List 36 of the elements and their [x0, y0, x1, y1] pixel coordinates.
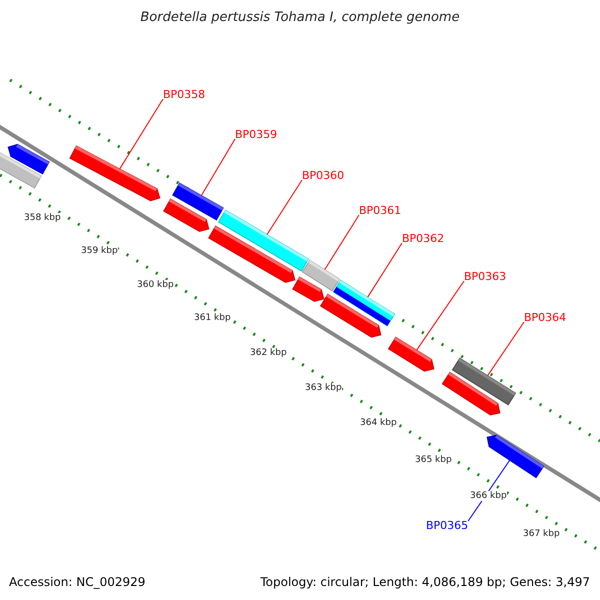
scale-label: 358 kbp — [24, 213, 61, 223]
gene-label: BP0361 — [359, 204, 402, 217]
scale-label: 360 kbp — [137, 280, 174, 290]
gene-label: BP0358 — [163, 88, 206, 101]
scale-label: 363 kbp — [305, 383, 342, 393]
scale-label: 366 kbp — [470, 491, 507, 501]
gene-label: BP0362 — [402, 232, 444, 245]
scale-label: 361 kbp — [194, 313, 231, 323]
leader-line — [487, 322, 524, 376]
gene-feature — [218, 210, 309, 272]
leader-line — [119, 98, 164, 170]
scale-label: 359 kbp — [81, 246, 118, 256]
gene-feature — [172, 182, 224, 220]
scale-label: 367 kbp — [523, 529, 560, 539]
gene-feature — [388, 336, 434, 372]
gene-feature — [302, 260, 340, 292]
gene-label: BP0359 — [235, 128, 278, 141]
genome-summary-text: Topology: circular; Length: 4,086,189 bp; Genes: 3,497 — [260, 575, 590, 589]
scale-label: 365 kbp — [415, 455, 452, 465]
accession-text: Accession: NC_002929 — [9, 575, 146, 589]
gene-feature — [452, 358, 516, 406]
gene-feature — [486, 434, 544, 478]
gene-feature — [332, 280, 396, 326]
scale-label: 362 kbp — [250, 348, 287, 358]
gene-label: BP0365 — [426, 519, 468, 532]
gene-label: BP0364 — [524, 311, 566, 324]
leader-line — [324, 214, 360, 270]
gene-feature — [69, 145, 160, 202]
gene-label: BP0360 — [302, 169, 344, 182]
leader-line — [416, 280, 464, 351]
scale-label: 364 kbp — [360, 418, 397, 428]
leader-line — [266, 180, 302, 235]
gene-label: BP0363 — [464, 270, 506, 283]
leader-line — [200, 138, 236, 196]
title: Bordetella pertussis Tohama I, complete genome — [139, 10, 461, 25]
leader-line — [367, 242, 402, 298]
